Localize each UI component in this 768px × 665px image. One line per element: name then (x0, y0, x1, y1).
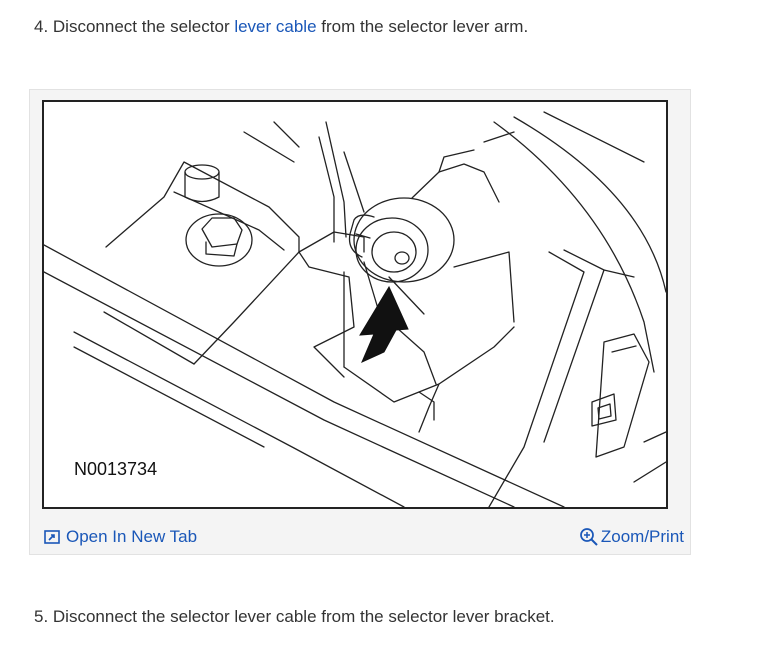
figure-code-label: N0013734 (72, 459, 160, 480)
step-5-text: 5. Disconnect the selector lever cable f… (34, 607, 555, 626)
open-new-tab-icon (44, 530, 60, 544)
open-in-new-tab-link[interactable]: Open In New Tab (44, 526, 197, 548)
zoom-print-label: Zoom/Print (600, 527, 684, 546)
figure-illustration: N0013734 (42, 100, 668, 509)
step-4-text: 4. Disconnect the selector lever cable f… (34, 16, 528, 38)
step-4-after: from the selector lever arm. (316, 17, 529, 36)
open-in-new-tab-label: Open In New Tab (66, 527, 198, 546)
selector-lever-diagram (44, 111, 666, 507)
zoom-print-link[interactable]: Zoom/Print (579, 526, 684, 548)
magnifier-plus-icon (579, 527, 599, 547)
step-4-before: 4. Disconnect the selector (34, 17, 235, 36)
lever-cable-link[interactable]: lever cable (234, 17, 317, 36)
figure-card: N0013734 Open In New Tab Zoom/Print (29, 89, 691, 555)
